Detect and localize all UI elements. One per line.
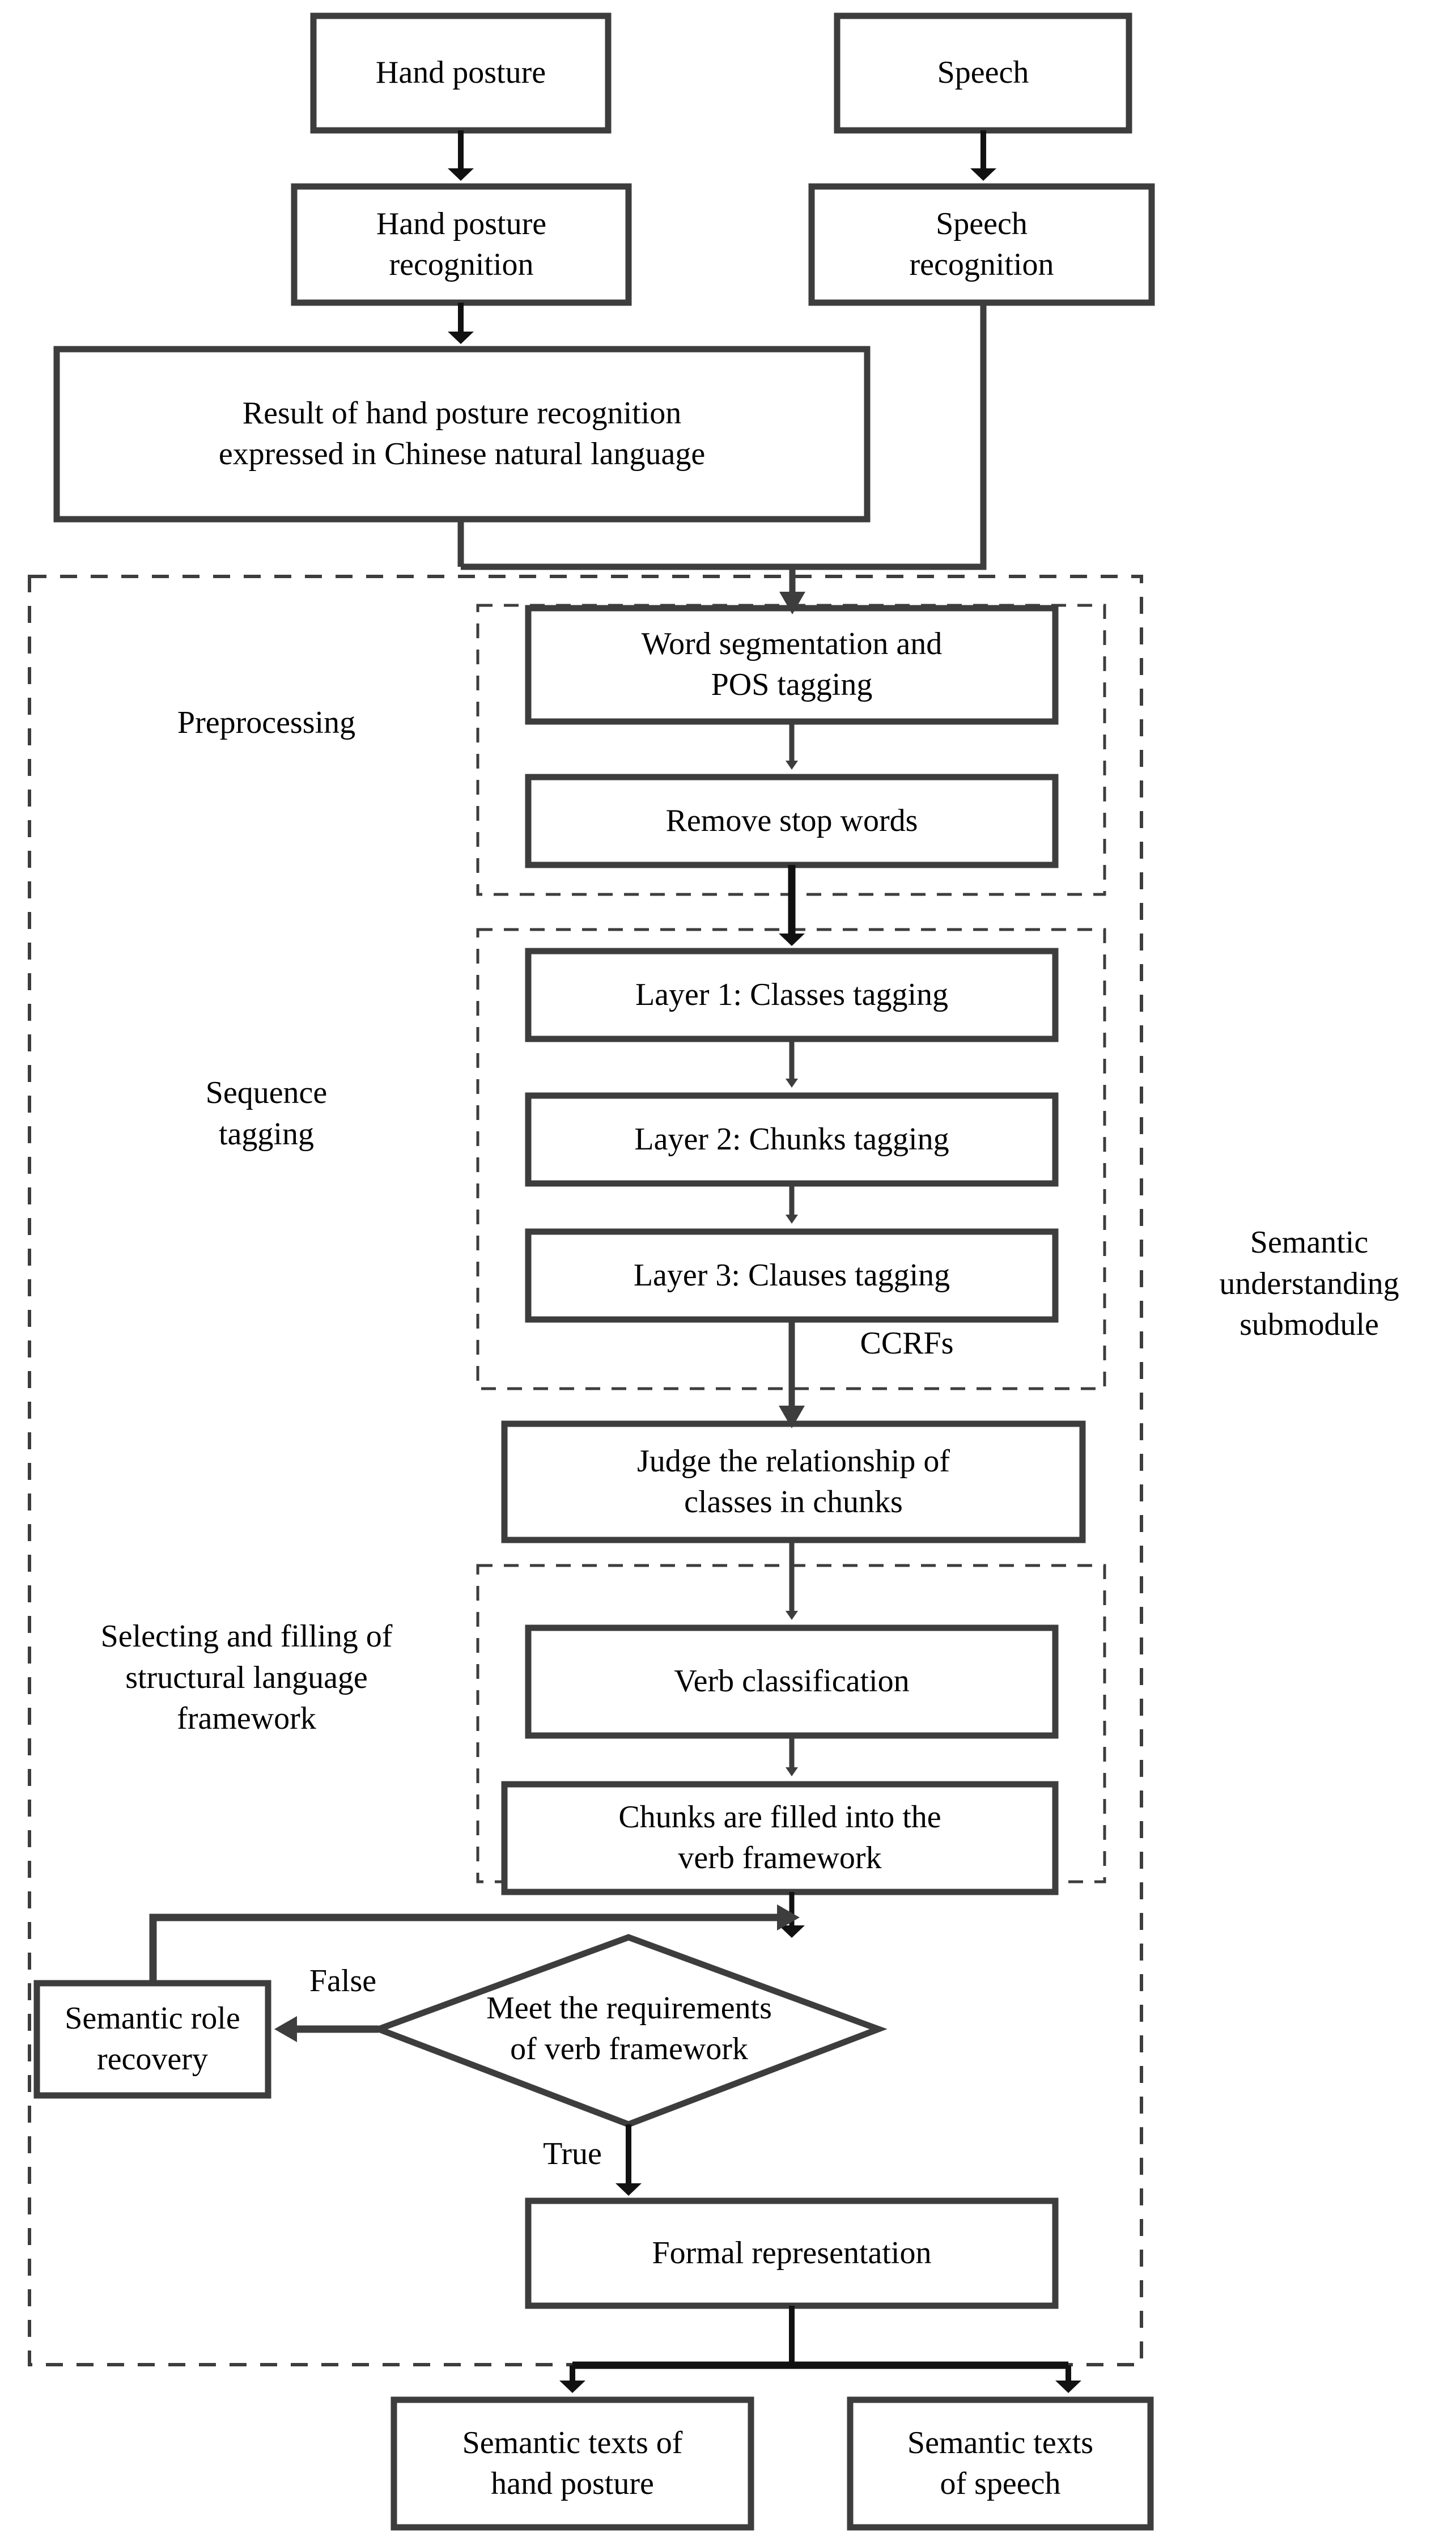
node-layer3[interactable] [525, 1228, 1059, 1323]
node-chunks-filled[interactable] [501, 1781, 1059, 1895]
node-layer2[interactable] [525, 1092, 1059, 1187]
node-decision-verb-framework[interactable] [370, 1934, 888, 2128]
edge-label-false: False [309, 1963, 377, 1999]
node-semantic-texts-hand-posture[interactable] [390, 2396, 754, 2531]
edge-label-true: True [543, 2136, 602, 2171]
submodule-dashed-boundary [28, 575, 1143, 2366]
node-verb-classification[interactable] [525, 1624, 1059, 1739]
edge-recovery-feedback [149, 1913, 759, 1983]
node-speech-recognition[interactable] [808, 183, 1155, 306]
group-label-ccrfs: CCRFs [860, 1325, 954, 1361]
node-hand-posture[interactable] [310, 12, 612, 134]
node-formal-representation[interactable] [525, 2197, 1059, 2309]
group-label-preprocessing: Preprocessing [177, 705, 356, 740]
node-speech[interactable] [834, 12, 1132, 134]
node-judge-relationship[interactable] [501, 1420, 1086, 1543]
group-label-semantic-understanding: Semantic understanding submodule [1219, 1224, 1399, 1343]
group-label-selecting-filling: Selecting and filling of structural lang… [100, 1618, 393, 1737]
node-semantic-role-recovery[interactable] [33, 1980, 271, 2099]
node-layer1[interactable] [525, 948, 1059, 1042]
node-semantic-texts-speech[interactable] [847, 2396, 1154, 2531]
node-remove-stop-words[interactable] [525, 774, 1059, 868]
node-hand-posture-recognition[interactable] [291, 183, 632, 306]
node-word-segmentation[interactable] [525, 605, 1059, 725]
edge-speech-recognition-to-merge [792, 303, 987, 570]
group-label-sequence-tagging: Sequence tagging [205, 1075, 328, 1152]
node-result-of-hand-posture[interactable] [53, 346, 871, 523]
